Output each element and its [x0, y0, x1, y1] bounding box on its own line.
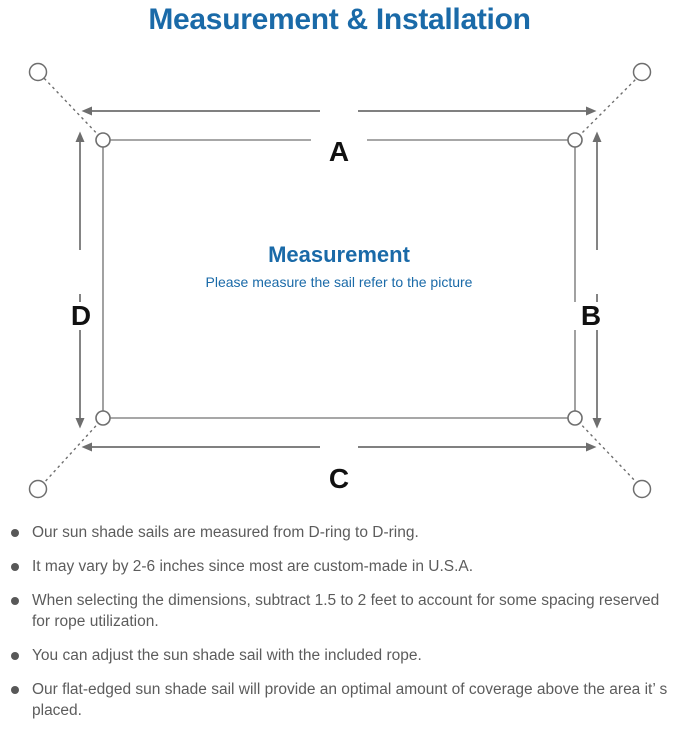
list-item: You can adjust the sun shade sail with t…: [0, 645, 679, 666]
note-text: Our sun shade sails are measured from D-…: [32, 524, 419, 541]
anchor-point-bottom-left: [28, 479, 48, 499]
d-ring-bottom-left: [95, 410, 111, 426]
rope-line-bottom-right: [573, 416, 640, 486]
bullet-icon: [11, 563, 19, 571]
list-item: Our sun shade sails are measured from D-…: [0, 522, 679, 543]
d-ring-bottom-right: [567, 410, 583, 426]
d-ring-top-right: [567, 132, 583, 148]
anchor-point-top-left: [28, 62, 48, 82]
notes-list: Our sun shade sails are measured from D-…: [0, 522, 679, 734]
diagram-svg: [28, 62, 652, 499]
sail-rectangle: [102, 139, 576, 419]
bullet-icon: [11, 652, 19, 660]
bullet-icon: [11, 529, 19, 537]
note-text: Our flat-edged sun shade sail will provi…: [32, 681, 668, 719]
page-title: Measurement & Installation: [148, 3, 531, 36]
rope-line-top-left: [41, 75, 105, 142]
bullet-icon: [11, 686, 19, 694]
list-item: Our flat-edged sun shade sail will provi…: [0, 679, 679, 721]
note-text: You can adjust the sun shade sail with t…: [32, 647, 422, 664]
rope-line-top-right: [573, 75, 640, 142]
note-text: When selecting the dimensions, subtract …: [32, 592, 660, 630]
anchor-point-top-right: [632, 62, 652, 82]
anchor-point-bottom-right: [632, 479, 652, 499]
bullet-icon: [11, 597, 19, 605]
d-ring-top-left: [95, 132, 111, 148]
rope-line-bottom-left: [41, 416, 105, 486]
list-item: It may vary by 2-6 inches since most are…: [0, 556, 679, 577]
sail-measurement-diagram: Measurement Please measure the sail refe…: [0, 44, 679, 514]
note-text: It may vary by 2-6 inches since most are…: [32, 558, 474, 575]
list-item: When selecting the dimensions, subtract …: [0, 590, 679, 632]
